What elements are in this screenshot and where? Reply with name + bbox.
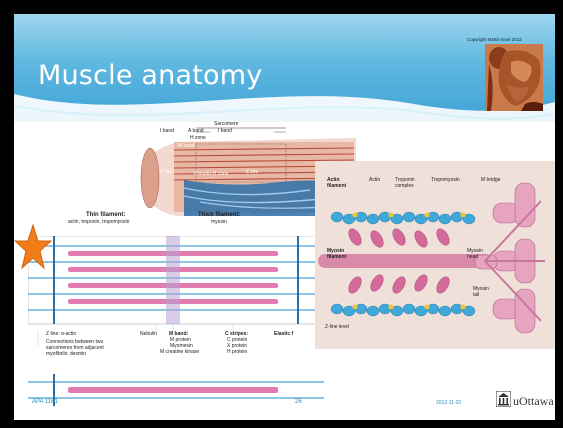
tropomyosin-label: Tropomyosin	[431, 178, 460, 184]
myofibril-figure: Z line: α-actin Connections between two …	[28, 236, 324, 406]
footer-date: 2012-11-20	[436, 400, 461, 406]
actin-myosin-illustration	[315, 161, 555, 349]
star-icon	[14, 224, 52, 270]
thin-filament-title: Thin filament:	[86, 212, 125, 219]
myosin-filament-label-2: filament	[327, 255, 346, 261]
myofibril-illustration	[28, 236, 324, 406]
m-bridge-label: M bridge	[481, 178, 500, 184]
pseudo-h-zone-label: Pseudo-H zone	[194, 172, 228, 178]
thick-filament-sub: myosin	[211, 220, 227, 226]
a-band-label: A band	[188, 129, 204, 135]
m-band-label: M band	[178, 144, 195, 150]
actin-label: Actin	[369, 178, 380, 184]
z-line-label: Z line: α-actin	[46, 332, 76, 338]
footer-course: APA 1161	[32, 399, 58, 405]
myosin-head-label-2: head	[467, 255, 478, 261]
i-band-right-label: I band	[218, 129, 232, 135]
nebulin-label: Nebulin	[140, 332, 157, 338]
thick-filament-title: Thick filament:	[198, 212, 240, 219]
actin-filament-label-2: filament	[327, 184, 346, 190]
c-stripes-item-3: H protein	[227, 350, 247, 356]
i-band-left-label: I band	[160, 129, 174, 135]
myosin-tail-label-2: tail	[473, 293, 479, 299]
troponin-label-2: complex	[395, 184, 414, 190]
footer-page-number: 26	[295, 399, 302, 405]
z-line-left-label: Z line	[160, 170, 172, 176]
uottawa-logo-text: uOttawa	[513, 394, 554, 409]
h-zone-label: H zone	[190, 136, 206, 142]
actin-myosin-figure: Actin filament Actin Troponin complex Tr…	[315, 161, 555, 349]
thin-filament-sub: actin, troponin, tropomyosin	[68, 220, 129, 226]
muscle-man-photo	[485, 44, 543, 111]
elastic-label: Elastic f	[274, 332, 293, 338]
uottawa-logo-icon	[496, 391, 511, 407]
z-line-right-label: Z line	[246, 170, 258, 176]
slide-title: Muscle anatomy	[38, 60, 262, 91]
connections-label-3: myofibrils: desmin	[46, 352, 86, 358]
z-line-level-label: Z-line level	[325, 325, 349, 331]
m-band-item-3: M creatine kinase	[160, 350, 199, 356]
slide: Muscle anatomy Copyright Martin Noel 201…	[14, 14, 555, 420]
copyright-text: Copyright Martin Noel 2012	[467, 37, 522, 42]
sarcomere-label: Sarcomere	[214, 122, 238, 128]
